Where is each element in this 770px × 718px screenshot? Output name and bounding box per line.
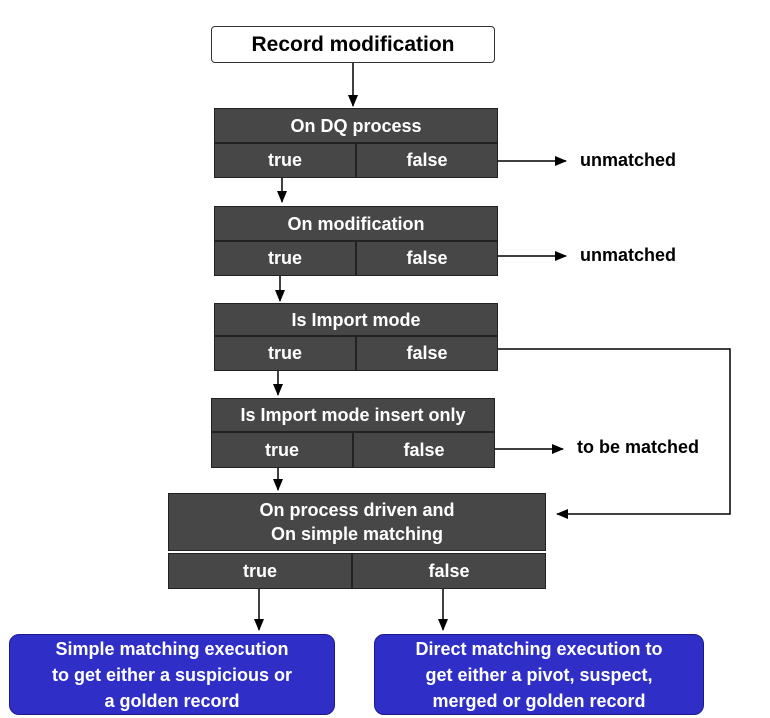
option-true: true xyxy=(214,336,356,371)
result-direct-matching: Direct matching execution to get either … xyxy=(374,634,704,715)
decision-label: On DQ process xyxy=(290,115,422,136)
decision-is-import-mode: Is Import mode xyxy=(214,303,498,336)
decision-label-line1: On process driven and xyxy=(259,500,455,520)
outcome-unmatched: unmatched xyxy=(580,150,677,170)
decision-process-driven-simple-matching: On process driven and On simple matching xyxy=(168,493,546,551)
option-true: true xyxy=(214,143,356,178)
option-false: false xyxy=(356,336,498,371)
option-false: false xyxy=(353,432,495,468)
start-label: Record modification xyxy=(251,32,455,56)
option-label: true xyxy=(264,439,299,460)
option-false: false xyxy=(356,143,498,178)
option-label: true xyxy=(267,150,302,170)
option-label: false xyxy=(406,248,448,268)
option-false: false xyxy=(352,553,546,589)
option-true: true xyxy=(214,241,356,276)
decision-label: Is Import mode xyxy=(291,309,421,330)
option-label: true xyxy=(242,560,277,581)
decision-on-dq-process: On DQ process xyxy=(214,108,498,143)
option-label: true xyxy=(267,248,302,268)
option-true: true xyxy=(211,432,353,468)
start-node: Record modification xyxy=(211,26,495,63)
decision-label-line2: On simple matching xyxy=(270,524,444,544)
arrow-import-false xyxy=(498,348,731,519)
option-label: false xyxy=(406,343,448,363)
result-line: to get either a suspicious or xyxy=(51,664,293,685)
option-false: false xyxy=(356,241,498,276)
decision-label: On modification xyxy=(287,213,425,234)
result-simple-matching: Simple matching execution to get either … xyxy=(9,634,335,715)
option-true: true xyxy=(168,553,352,589)
option-label: false xyxy=(403,439,445,460)
result-line: Simple matching execution xyxy=(55,638,289,659)
result-line: merged or golden record xyxy=(432,690,646,711)
decision-on-modification: On modification xyxy=(214,206,498,241)
decision-is-import-mode-insert-only: Is Import mode insert only xyxy=(211,398,495,432)
result-line: a golden record xyxy=(104,690,240,711)
option-label: false xyxy=(406,150,448,170)
option-label: false xyxy=(428,560,470,581)
outcome-to-be-matched: to be matched xyxy=(577,437,700,457)
option-label: true xyxy=(267,343,302,363)
result-line: Direct matching execution to xyxy=(415,638,663,659)
outcome-unmatched: unmatched xyxy=(580,245,677,265)
result-line: get either a pivot, suspect, xyxy=(425,664,653,685)
decision-label: Is Import mode insert only xyxy=(240,405,466,425)
